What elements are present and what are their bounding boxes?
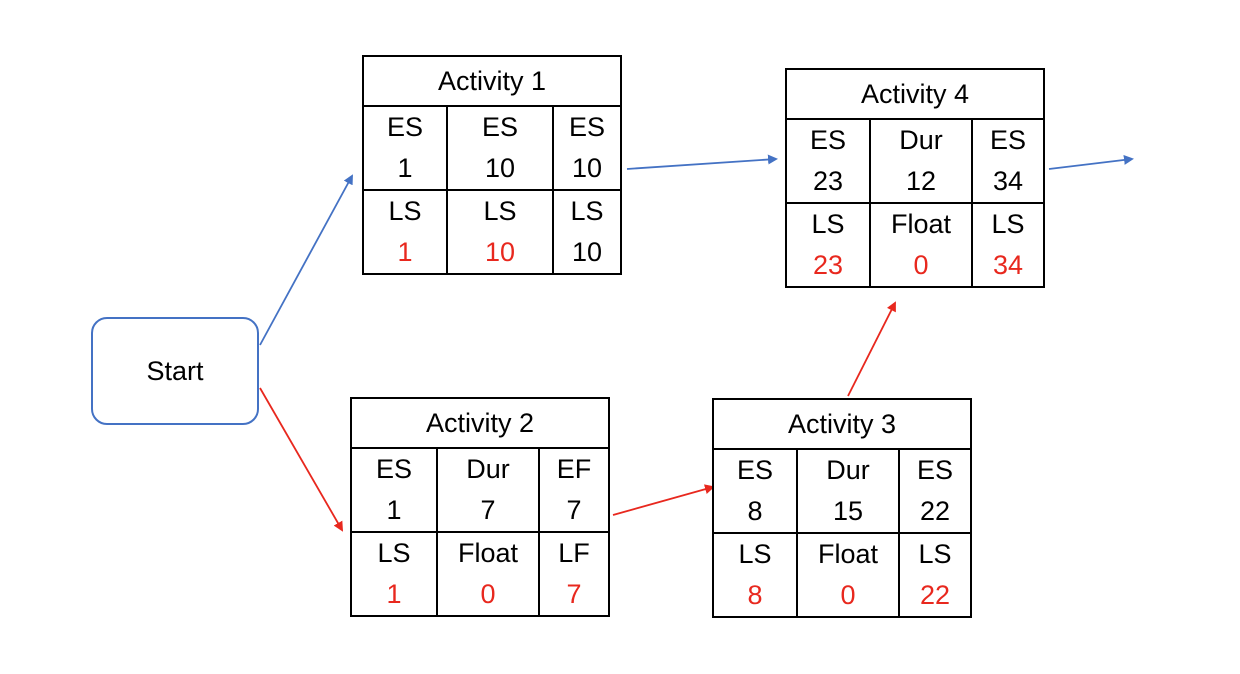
cell-label: LS	[377, 538, 411, 568]
activity-1-box: Activity 1 ES 1 ES 10 ES 10 LS 1 LS 10 LS 10	[362, 55, 622, 275]
cell-value-critical: 1	[386, 579, 402, 609]
activity-4-box: Activity 4 ES 23 Dur 12 ES 34 LS 23 Float 0 L…	[785, 68, 1045, 288]
arrow-activity4-out	[1048, 154, 1134, 170]
start-node: Start	[91, 317, 259, 425]
activity-title: Activity 1	[362, 55, 622, 107]
cell-label: ES	[375, 454, 413, 484]
cell-label: ES	[989, 125, 1027, 155]
cell-label: LS	[388, 196, 422, 226]
cell-label: ES	[736, 455, 774, 485]
cell-value: 8	[747, 496, 763, 526]
start-label: Start	[146, 355, 204, 386]
cell-value-critical: 0	[840, 580, 856, 610]
cell-value-critical: 7	[566, 579, 582, 609]
cell-label: EF	[556, 454, 592, 484]
arrow-start-to-activity2	[259, 387, 344, 532]
cell-value: 7	[566, 495, 582, 525]
cell-label: LS	[738, 539, 772, 569]
cell-label: Float	[817, 539, 879, 569]
activity-title: Activity 3	[712, 398, 972, 450]
activity-title: Activity 4	[785, 68, 1045, 120]
cell-label: Float	[890, 209, 952, 239]
cell-value-critical: 34	[992, 250, 1024, 280]
cell-value: 7	[480, 495, 496, 525]
cell-value: 10	[571, 237, 603, 267]
cell-label: ES	[481, 112, 519, 142]
cell-value-critical: 23	[812, 250, 844, 280]
cell-value-critical: 0	[480, 579, 496, 609]
cell-value: 10	[571, 153, 603, 183]
cell-value: 12	[905, 166, 937, 196]
cell-value: 10	[484, 153, 516, 183]
cell-label: LS	[570, 196, 604, 226]
cell-label: LS	[991, 209, 1025, 239]
cell-label: ES	[916, 455, 954, 485]
arrow-activity1-to-activity4	[626, 154, 778, 170]
arrow-start-to-activity1	[259, 174, 353, 346]
cell-label: Dur	[466, 454, 510, 484]
cell-label: Dur	[899, 125, 943, 155]
cell-label: ES	[568, 112, 606, 142]
cell-value: 15	[832, 496, 864, 526]
cell-value: 1	[386, 495, 402, 525]
cell-value: 34	[992, 166, 1024, 196]
arrow-activity3-to-activity4	[847, 301, 896, 397]
activity-2-box: Activity 2 ES 1 Dur 7 EF 7 LS 1 Float 0 LF 7	[350, 397, 610, 617]
cell-label: ES	[809, 125, 847, 155]
cell-value-critical: 10	[484, 237, 516, 267]
cell-label: ES	[386, 112, 424, 142]
cell-label: LS	[483, 196, 517, 226]
activity-3-box: Activity 3 ES 8 Dur 15 ES 22 LS 8 Float 0 LS 2…	[712, 398, 972, 618]
activity-title: Activity 2	[350, 397, 610, 449]
cell-value-critical: 8	[747, 580, 763, 610]
cell-label: LF	[558, 538, 590, 568]
cell-label: LS	[918, 539, 952, 569]
cell-value-critical: 22	[919, 580, 951, 610]
cell-label: Float	[457, 538, 519, 568]
cell-label: Dur	[826, 455, 870, 485]
cell-value: 22	[919, 496, 951, 526]
arrow-activity2-to-activity3	[612, 484, 715, 516]
cell-value: 23	[812, 166, 844, 196]
cell-value-critical: 1	[397, 237, 413, 267]
cell-label: LS	[811, 209, 845, 239]
cell-value: 1	[397, 153, 413, 183]
cell-value-critical: 0	[913, 250, 929, 280]
